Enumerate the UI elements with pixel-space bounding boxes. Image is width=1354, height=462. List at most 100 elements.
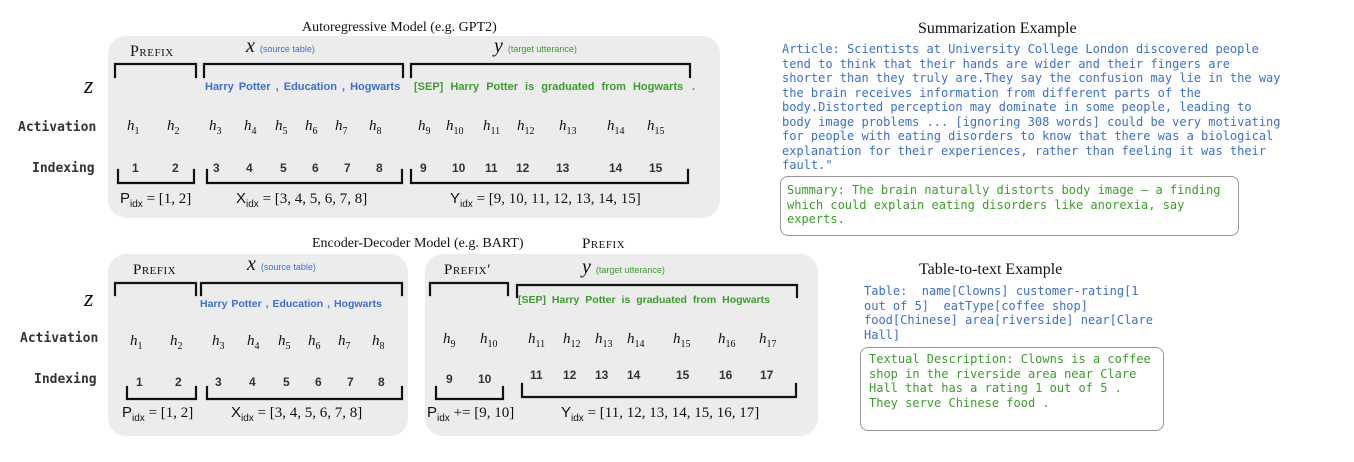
ed-h-9: h9 [443,331,456,350]
ed-eq-y: Yidx = [11, 12, 13, 14, 15, 16, 17] [561,404,760,424]
ed-y-var: y (target utterance) [582,256,665,278]
ar-idx-1: 1 [132,161,139,175]
summarization-summary-box [780,176,1239,236]
ed-x-top-bracket [199,281,404,297]
ar-idx-3: 3 [213,161,220,175]
ar-x-var: x (source table) [246,35,315,57]
ed-prefix-label: Prefix [133,262,177,278]
ar-idx-6: 6 [312,161,319,175]
ed-idx-6: 6 [315,375,322,389]
ed-z-symbol: z [84,286,94,312]
ar-x-tokens: Harry Potter , Education , Hogwarts [205,81,401,93]
ar-eq-prefix: Pidx = [1, 2] [120,190,192,210]
ar-h-13: h13 [559,118,577,137]
ed-idx-3: 3 [215,375,222,389]
ar-h-3: h3 [209,118,222,137]
ar-y-var: y (target utterance) [494,35,577,57]
ar-eq-y: Yidx = [9, 10, 11, 12, 13, 14, 15] [450,190,641,210]
ed-idx-16: 16 [719,368,733,382]
ar-indexing-label: Indexing [32,161,95,176]
ed-h-17: h17 [759,331,777,350]
ed-idx-11: 11 [530,368,543,382]
summarization-title: Summarization Example [918,20,1077,37]
ed-y-note: (target utterance) [595,265,665,275]
ed-h-13: h13 [595,331,613,350]
ed-x-bottom-bracket [205,385,404,401]
ar-idx-4: 4 [246,161,253,175]
ar-idx-12: 12 [516,161,530,175]
ar-h-14: h14 [607,118,625,137]
ar-eq-x: Xidx = [3, 4, 5, 6, 7, 8] [236,190,368,210]
ar-idx-13: 13 [556,161,570,175]
ar-title: Autoregressive Model (e.g. GPT2) [302,20,497,35]
encoder-panel [108,254,408,436]
ed-idx-17: 17 [760,368,774,382]
ar-h-8: h8 [369,118,382,137]
ed-prefix-top-bracket [113,281,198,297]
ed-idx-8: 8 [378,375,385,389]
ar-activation-label: Activation [18,120,97,135]
summarization-article: Article: Scientists at University Colleg… [782,42,1288,172]
table-to-text-title: Table-to-text Example [919,261,1063,278]
ar-h-6: h6 [305,118,318,137]
ed-h-11: h11 [528,331,546,350]
ed-idx-14: 14 [627,368,641,382]
ed-prefixprime-bottom-bracket [434,385,505,401]
ar-y-tokens: [SEP] Harry Potter is graduated from Hog… [414,81,684,93]
ed-idx-2: 2 [175,375,182,389]
ar-idx-7: 7 [344,161,351,175]
ed-indexing-label: Indexing [34,372,97,387]
ar-idx-10: 10 [452,161,466,175]
ed-h-16: h16 [718,331,736,350]
ed-x-tokens: Harry Potter , Education , Hogwarts [200,298,382,310]
ed-h-6: h6 [308,333,321,352]
ed-idx-10: 10 [478,372,492,386]
ed-h-5: h5 [278,333,291,352]
ed-idx-5: 5 [283,375,290,389]
ed-idx-4: 4 [249,375,256,389]
table-to-text-table: Table: name[Clowns] customer-rating[1 ou… [864,284,1161,342]
ar-y-bottom-bracket [409,168,690,185]
ar-h-4: h4 [244,118,257,137]
ar-idx-14: 14 [609,161,623,175]
ar-idx-2: 2 [172,161,179,175]
ed-idx-9: 9 [446,372,453,386]
ed-y-top-bracket [515,283,799,299]
ar-h-10: h10 [446,118,464,137]
ed-h-14: h14 [627,331,645,350]
ar-x-bottom-bracket [205,168,404,185]
ed-prefixprime-label: Prefix′ [444,262,491,278]
ed-h-4: h4 [247,333,260,352]
ed-y-tokens: [SEP] Harry Potter is graduated from Hog… [518,294,770,306]
ar-prefix-top-bracket [113,62,198,79]
table-to-text-description-box [860,347,1164,431]
ar-idx-9: 9 [420,161,427,175]
ed-activation-label: Activation [20,331,99,346]
ed-x-note: (source table) [260,262,316,272]
ar-x-top-bracket [202,62,405,79]
ed-idx-1: 1 [136,375,143,389]
ar-h-5: h5 [275,118,288,137]
ed-h-1: h1 [130,333,143,352]
ed-title: Encoder-Decoder Model (e.g. BART) [312,236,524,251]
ar-x-note: (source table) [259,44,315,54]
ed-prefix-top-label: Prefix [582,236,626,252]
ar-prefix-bottom-bracket [116,168,196,185]
ar-h-2: h2 [167,118,180,137]
ed-h-10: h10 [480,331,498,350]
ar-h-9: h9 [418,118,431,137]
ar-h-1: h1 [127,118,140,137]
ar-h-7: h7 [335,118,348,137]
ed-prefix-bottom-bracket [125,385,198,401]
table-to-text-description: Textual Description: Clowns is a coffee … [869,352,1158,410]
ed-eq-x: Xidx = [3, 4, 5, 6, 7, 8] [231,404,363,424]
ed-h-15: h15 [673,331,691,350]
ed-eq-prefix: Pidx = [1, 2] [122,404,194,424]
ed-y-bottom-bracket [520,382,798,399]
ar-h-15: h15 [647,118,665,137]
ed-h-2: h2 [170,333,183,352]
ed-idx-12: 12 [563,368,577,382]
ar-idx-11: 11 [485,161,498,175]
ed-x-var: x (source table) [247,253,316,275]
ed-prefixprime-top-bracket [428,281,510,297]
